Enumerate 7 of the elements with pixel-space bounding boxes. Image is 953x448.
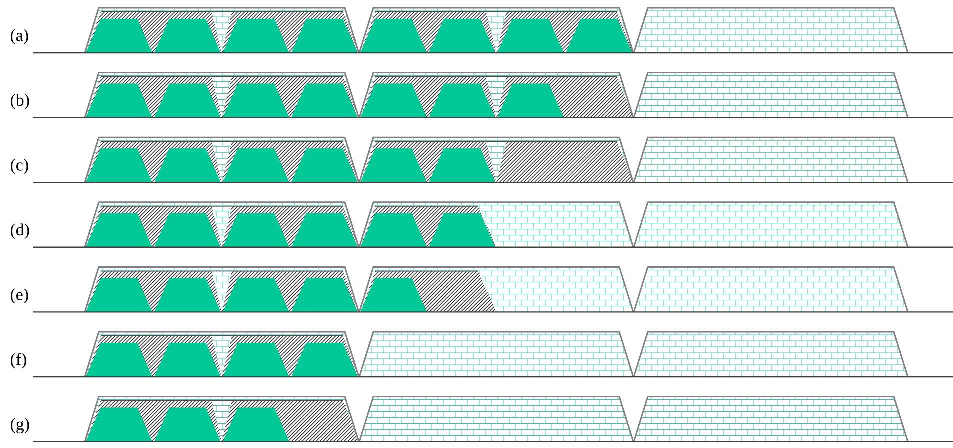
row-label: (e) — [10, 288, 28, 304]
row-label: (f) — [10, 353, 26, 369]
row-label: (c) — [10, 158, 28, 174]
row-label: (g) — [10, 418, 30, 434]
row-label: (b) — [10, 94, 30, 110]
row-label: (d) — [10, 224, 30, 240]
row-label: (a) — [10, 29, 28, 45]
